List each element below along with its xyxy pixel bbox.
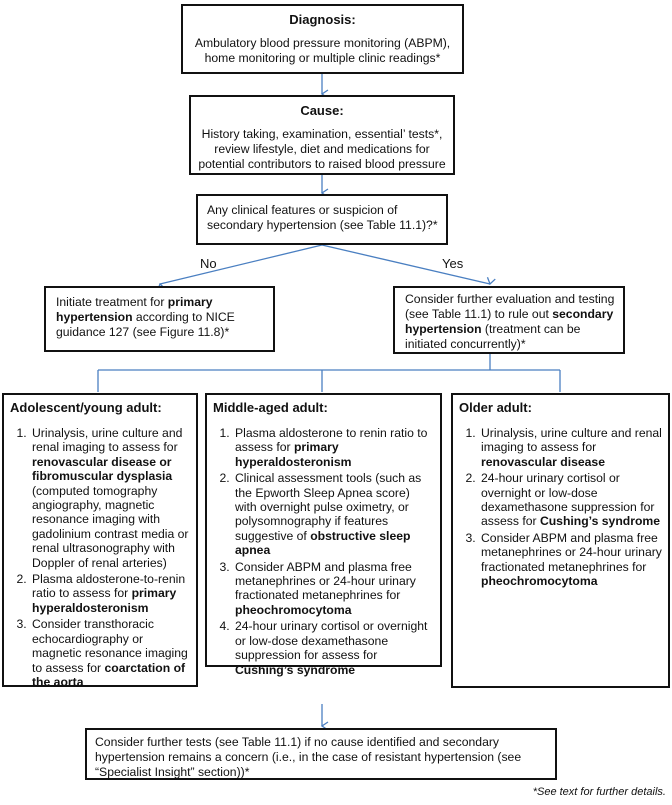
further-tests-text: Consider further tests (see Table 11.1) … (95, 735, 522, 779)
question-box: Any clinical features or suspicion of se… (196, 194, 448, 245)
test-list: Urinalysis, urine culture and renal imag… (459, 426, 662, 588)
column-middle-aged-adult: Middle-aged adult: Plasma aldosterone to… (205, 393, 442, 677)
question-text: Any clinical features or suspicion of se… (207, 203, 438, 232)
list-item: 24-hour urinary cortisol or overnight or… (479, 471, 662, 529)
test-list: Urinalysis, urine culture and renal imag… (10, 426, 190, 689)
list-item: Consider transthoracic echocardiography … (30, 617, 190, 689)
list-item: 24-hour urinary cortisol or overnight or… (233, 619, 434, 677)
list-item: Consider ABPM and plasma free metanephri… (233, 560, 434, 618)
list-item: Urinalysis, urine culture and renal imag… (479, 426, 662, 469)
diagnosis-box: Diagnosis: Ambulatory blood pressure mon… (181, 4, 464, 74)
primary-hypertension-text: Initiate treatment for primary hypertens… (56, 295, 235, 339)
column-title: Older adult: (459, 400, 532, 415)
branch-no-label: No (200, 256, 217, 271)
cause-title: Cause: (300, 103, 344, 118)
test-list: Plasma aldosterone to renin ratio to ass… (213, 426, 434, 677)
secondary-hypertension-text: Consider further evaluation and testing … (405, 292, 615, 351)
column-title: Adolescent/young adult: (10, 400, 162, 415)
list-item: Consider ABPM and plasma free metanephri… (479, 531, 662, 589)
list-item: Clinical assessment tools (such as the E… (233, 471, 434, 557)
list-item: Urinalysis, urine culture and renal imag… (30, 426, 190, 570)
primary-hypertension-box: Initiate treatment for primary hypertens… (44, 286, 275, 352)
secondary-hypertension-box: Consider further evaluation and testing … (393, 286, 625, 354)
cause-box: Cause: History taking, examination, esse… (189, 95, 455, 175)
further-tests-box: Consider further tests (see Table 11.1) … (85, 728, 557, 780)
arrow-question-yes (321, 244, 496, 286)
diagnosis-text: Ambulatory blood pressure monitoring (AB… (194, 36, 451, 65)
column-adolescent-young-adult: Adolescent/young adult: Urinalysis, urin… (2, 393, 198, 689)
cause-text: History taking, examination, essential’ … (198, 127, 446, 171)
footnote: *See text for further details. (532, 786, 666, 798)
arrow-question-no (156, 244, 323, 291)
branch-yes-label: Yes (442, 256, 464, 271)
diagnosis-title: Diagnosis: (289, 12, 356, 27)
list-item: Plasma aldosterone-to-renin ratio to ass… (30, 572, 190, 615)
list-item: Plasma aldosterone to renin ratio to ass… (233, 426, 434, 469)
column-older-adult: Older adult: Urinalysis, urine culture a… (451, 393, 670, 688)
column-title: Middle-aged adult: (213, 400, 328, 415)
